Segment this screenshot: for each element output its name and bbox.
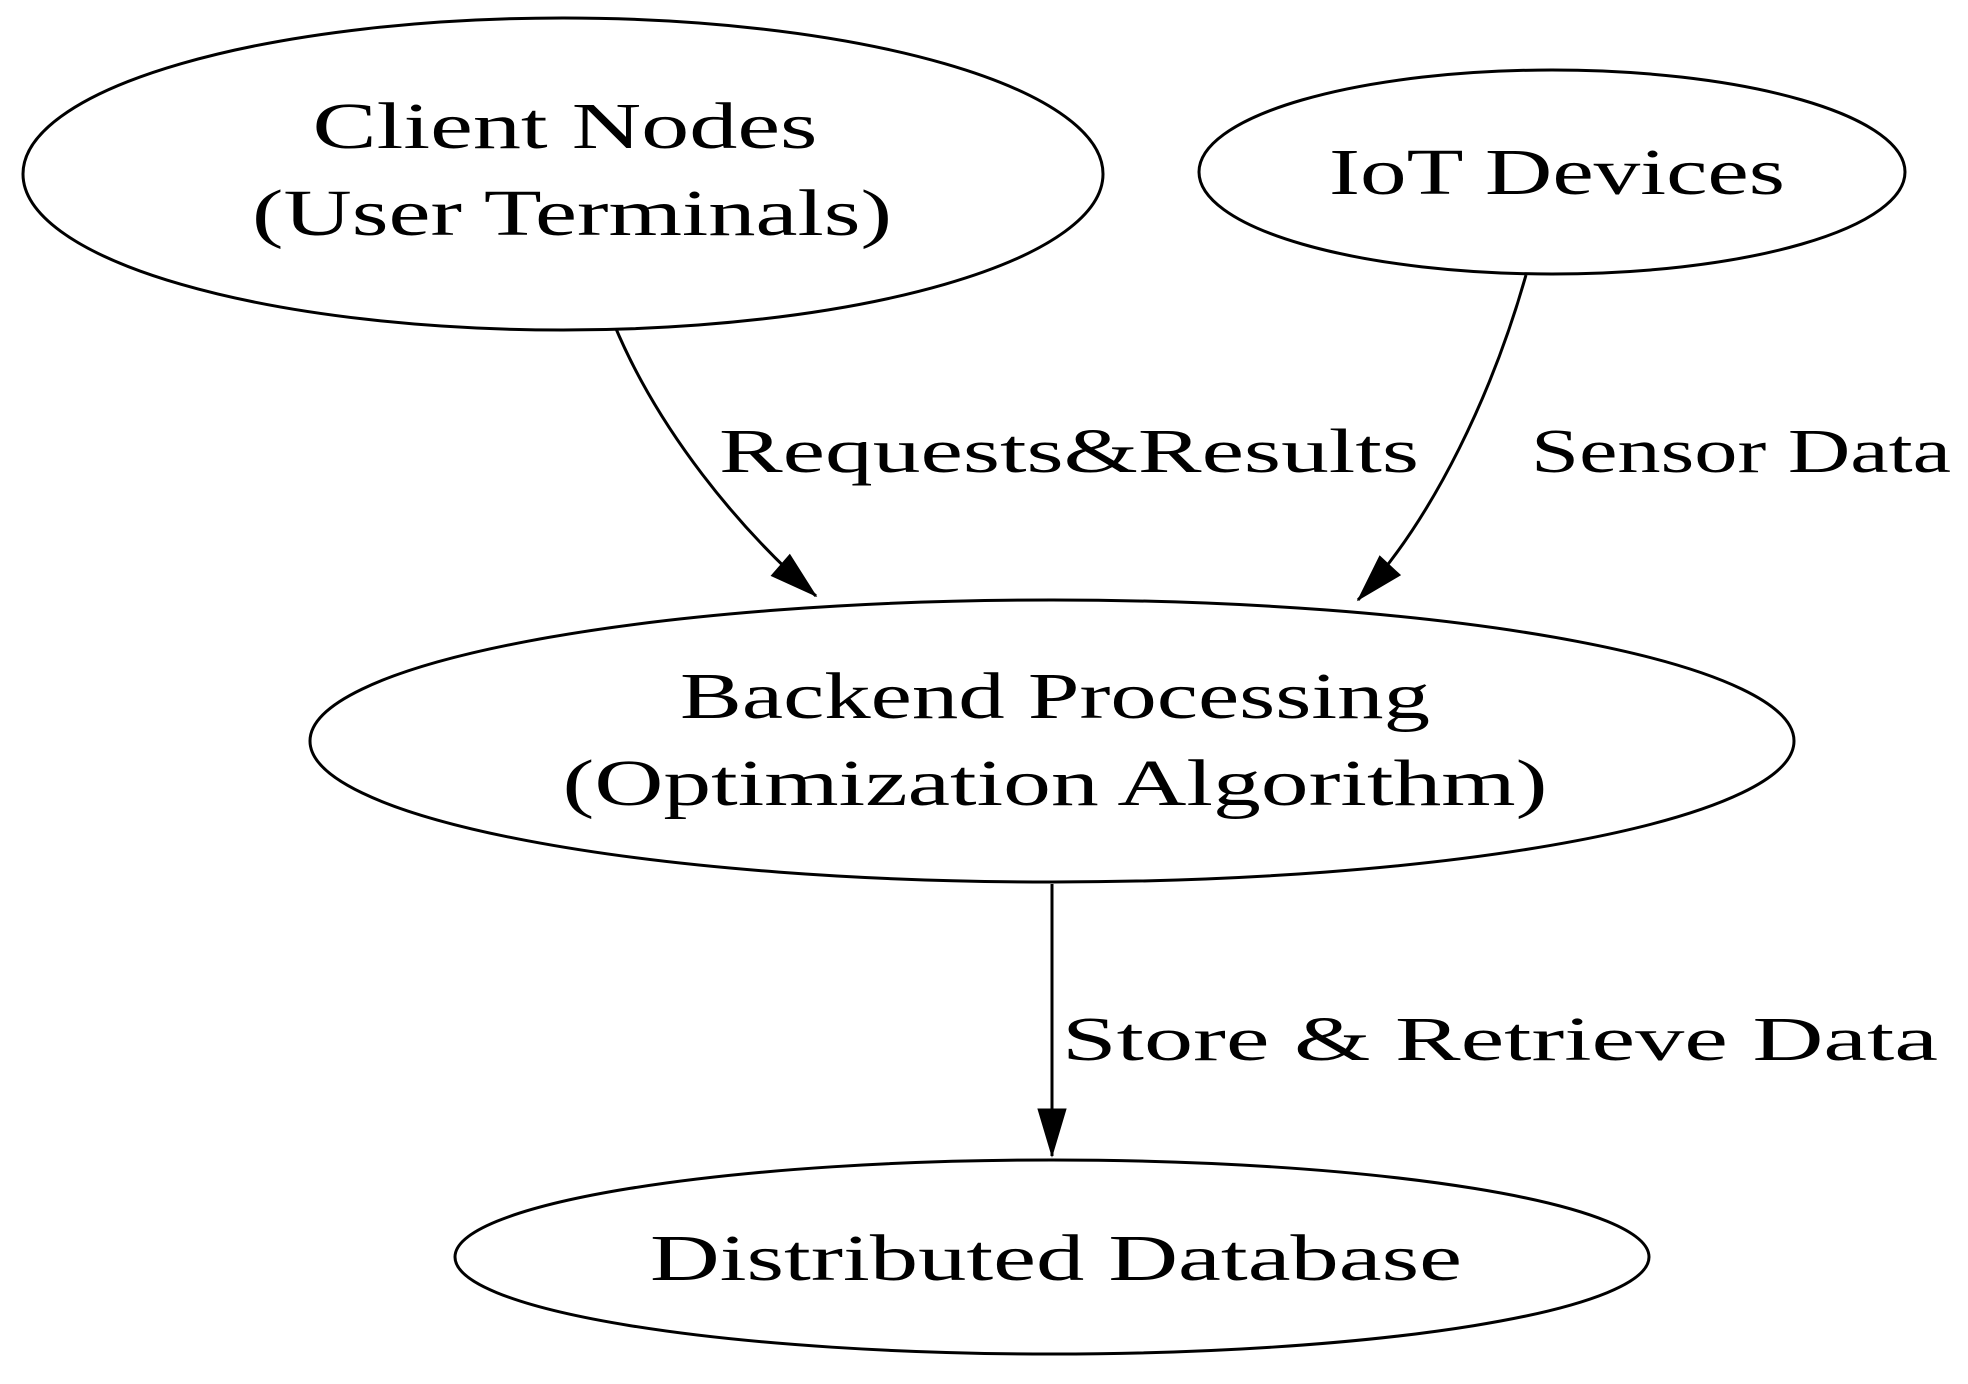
node-backend-processing: Backend Processing (Optimization Algorit… [308,598,1796,884]
edge-client-to-backend-line [612,323,818,598]
distributed-database-label: Distributed Database [650,1222,1462,1295]
edge-backend-to-database: Store & Retrieve Data [1037,884,1938,1158]
edge-client-to-backend-label: Requests&Results [719,418,1419,486]
backend-processing-ellipse [308,598,1796,884]
distributed-database-ellipse [453,1158,1651,1356]
node-client-nodes: Client Nodes (User Terminals) [21,16,1105,332]
node-iot-devices: IoT Devices [1197,68,1907,276]
edge-backend-to-database-label: Store & Retrieve Data [1062,1006,1938,1074]
iot-devices-label: IoT Devices [1329,136,1785,209]
node-distributed-database: Distributed Database [453,1158,1651,1356]
edge-iot-to-backend-label: Sensor Data [1531,418,1951,486]
edge-client-to-backend: Requests&Results [612,323,1419,598]
client-nodes-label-line1: Client Nodes [313,90,818,163]
client-nodes-ellipse [21,16,1105,332]
edge-iot-to-backend: Sensor Data [1356,274,1951,602]
edge-iot-to-backend-line [1356,274,1528,602]
client-nodes-label-line2: (User Terminals) [252,177,892,250]
iot-devices-ellipse [1197,68,1907,276]
backend-processing-label-line2: (Optimization Algorithm) [563,747,1548,820]
backend-processing-label-line1: Backend Processing [680,660,1430,733]
